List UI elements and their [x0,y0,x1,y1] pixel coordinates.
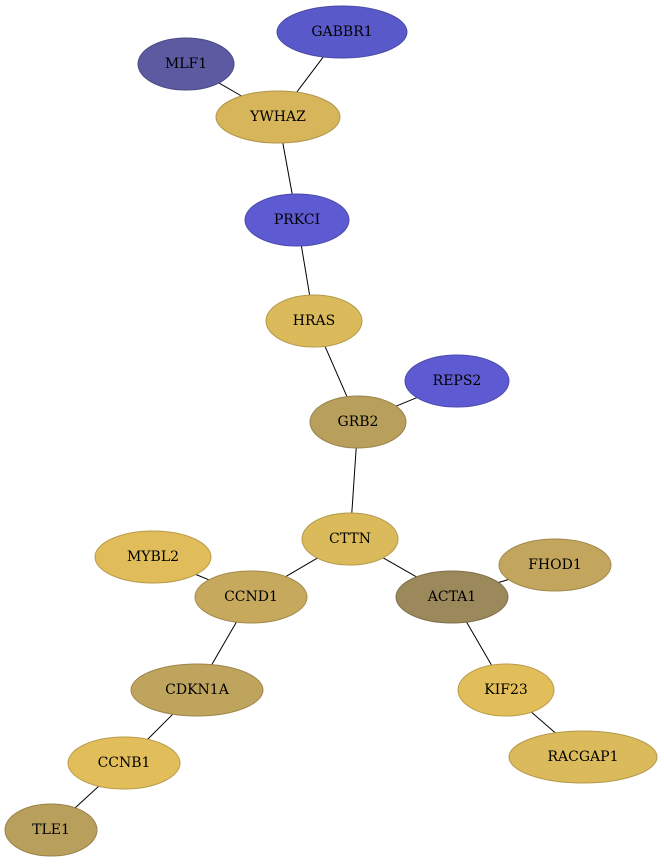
node-shape [94,530,212,584]
node-racgap1[interactable]: RACGAP1 [508,730,658,784]
edge-prkci-hras [300,245,311,296]
edge-mlf1-ywhaz [218,82,242,97]
node-shape [130,663,264,717]
edge-cttn-ccnd1 [285,557,318,578]
node-shape [67,736,181,790]
node-prkci[interactable]: PRKCI [244,193,350,247]
node-shape [457,663,555,717]
node-ywhaz[interactable]: YWHAZ [215,90,341,144]
node-shape [309,395,407,449]
edge-fhod1-acta1 [498,579,509,583]
node-tle1[interactable]: TLE1 [4,803,98,857]
node-shape [301,512,399,566]
node-label: MLF1 [165,56,207,72]
node-label: TLE1 [32,822,70,838]
edge-grb2-cttn [351,447,357,514]
node-label: GRB2 [338,414,379,430]
node-shape [265,294,363,348]
node-mybl2[interactable]: MYBL2 [94,530,212,584]
node-cdkn1a[interactable]: CDKN1A [130,663,264,717]
edge-cttn-acta1 [382,557,417,578]
node-ccnd1[interactable]: CCND1 [194,570,308,624]
edge-ywhaz-prkci [282,142,293,195]
node-shape [276,5,408,59]
edge-reps2-grb2 [395,397,418,407]
edge-cdkn1a-ccnb1 [147,713,174,740]
node-label: CDKN1A [165,682,230,698]
node-cttn[interactable]: CTTN [301,512,399,566]
edge-acta1-kif23 [466,621,493,666]
node-label: REPS2 [433,373,482,389]
node-label: RACGAP1 [548,749,619,765]
edges-layer [74,56,556,809]
node-label: CCNB1 [98,755,151,771]
node-mlf1[interactable]: MLF1 [137,37,235,91]
edge-hras-grb2 [324,346,348,397]
edge-ccnd1-cdkn1a [211,621,237,665]
node-gabbr1[interactable]: GABBR1 [276,5,408,59]
node-shape [4,803,98,857]
node-label: CCND1 [224,589,278,605]
node-shape [137,37,235,91]
edge-gabbr1-ywhaz [296,56,324,93]
node-shape [395,570,509,624]
node-label: YWHAZ [249,109,306,125]
node-shape [508,730,658,784]
node-label: CTTN [329,531,371,547]
node-shape [404,354,510,408]
node-ccnb1[interactable]: CCNB1 [67,736,181,790]
node-fhod1[interactable]: FHOD1 [498,538,612,592]
node-kif23[interactable]: KIF23 [457,663,555,717]
node-shape [498,538,612,592]
node-shape [215,90,341,144]
node-label: PRKCI [274,212,320,228]
node-reps2[interactable]: REPS2 [404,354,510,408]
edge-kif23-racgap1 [531,711,556,734]
node-label: MYBL2 [127,549,179,565]
edge-mybl2-ccnd1 [195,574,210,581]
node-label: FHOD1 [528,557,582,573]
node-label: KIF23 [484,682,528,698]
node-shape [244,193,350,247]
node-label: HRAS [293,313,335,329]
node-acta1[interactable]: ACTA1 [395,570,509,624]
node-label: ACTA1 [427,589,476,605]
node-grb2[interactable]: GRB2 [309,395,407,449]
node-shape [194,570,308,624]
node-hras[interactable]: HRAS [265,294,363,348]
edge-ccnb1-tle1 [74,785,100,809]
node-label: GABBR1 [311,24,372,40]
